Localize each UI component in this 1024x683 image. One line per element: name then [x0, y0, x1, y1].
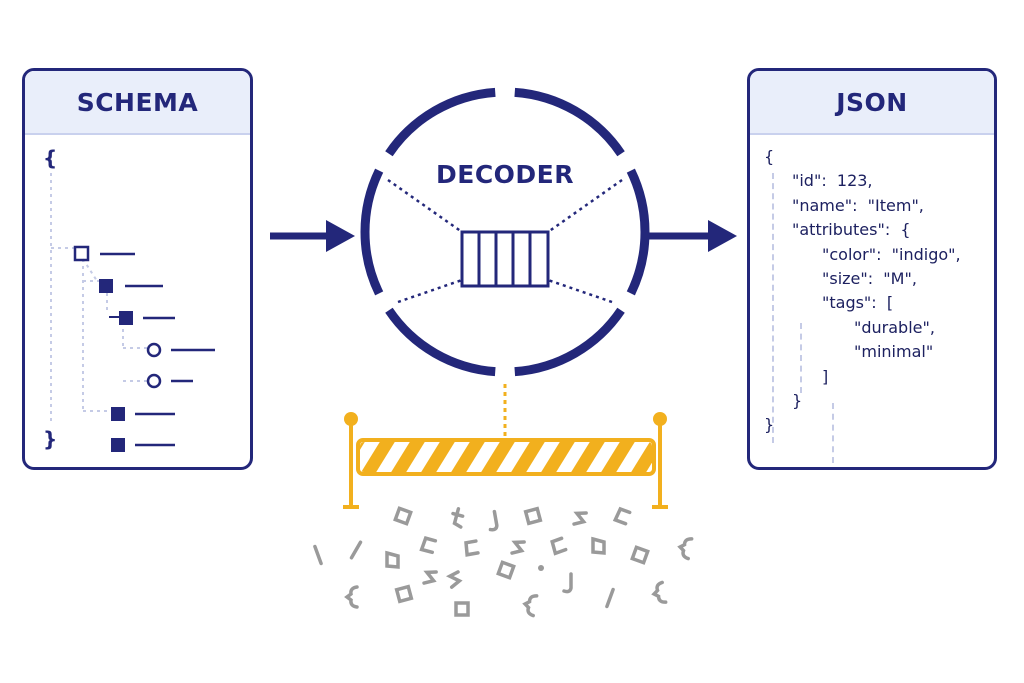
debris-glyph-icon	[313, 544, 323, 566]
debris-glyph-icon	[562, 572, 573, 594]
barrier-icon	[343, 412, 696, 509]
tree-node-icon	[111, 407, 125, 421]
schema-close-brace: }	[43, 427, 57, 451]
json-line: "color": "indigo",	[822, 244, 961, 264]
json-line: ]	[822, 366, 829, 386]
barrier-stripe	[600, 442, 636, 472]
debris-glyph-icon	[630, 545, 650, 565]
debris-glyph-icon	[464, 539, 480, 557]
json-line: "tags": [	[822, 293, 894, 313]
barrier-stripe	[510, 442, 546, 472]
barrier-stripe	[450, 442, 486, 472]
schema-title: SCHEMA	[25, 71, 250, 135]
tree-node-icon	[99, 279, 113, 293]
debris	[313, 506, 694, 618]
barrier-stripe	[540, 442, 576, 472]
json-code: { "id": 123, "name": "Item", "attributes": …	[750, 143, 994, 463]
decoder-ring-segment	[626, 168, 650, 296]
schema-panel: SCHEMA { }	[22, 68, 253, 470]
debris-glyph-icon	[550, 536, 568, 556]
debris-glyph-icon	[591, 536, 606, 555]
debris-glyph-icon	[385, 550, 400, 569]
debris-glyph-icon	[394, 584, 414, 604]
barrier-stripe	[420, 442, 456, 472]
schema-tree: { }	[43, 146, 215, 452]
debris-glyph-icon	[451, 507, 465, 529]
debris-glyph-icon	[523, 506, 543, 526]
decoder-ring-segment	[514, 87, 625, 157]
decoder-ring-segment	[514, 307, 625, 377]
decoder-title: DECODER	[435, 160, 574, 189]
debris-glyph-icon	[393, 506, 413, 526]
json-indent-guide	[772, 173, 774, 443]
json-line: "durable",	[854, 317, 935, 337]
json-indent-guide	[800, 323, 802, 393]
debris-glyph-icon	[422, 570, 438, 585]
json-line: {	[764, 147, 775, 166]
decoder-ring	[360, 87, 650, 377]
tree-node-icon	[73, 245, 90, 262]
decoder-ring-segment	[385, 307, 496, 377]
right-arrow-icon	[270, 220, 355, 252]
filter-grid-icon	[460, 230, 550, 288]
debris-glyph-icon	[572, 511, 588, 526]
barrier-stripe	[660, 440, 696, 474]
json-panel: JSON { "id": 123, "name": "Item", "attribut…	[747, 68, 997, 470]
tree-node-icon	[146, 342, 162, 358]
json-title: JSON	[750, 71, 994, 135]
debris-glyph-icon	[510, 540, 526, 555]
json-line: "size": "M",	[822, 269, 917, 288]
decoder-connectors	[387, 178, 623, 304]
debris-glyph-icon	[538, 565, 544, 571]
right-arrow-icon	[648, 220, 737, 252]
tree-node-icon	[146, 373, 162, 389]
debris-glyph-icon	[344, 585, 359, 609]
debris-glyph-icon	[522, 594, 539, 618]
debris-glyph-icon	[349, 540, 363, 560]
json-indent-guide	[832, 403, 834, 463]
debris-glyph-icon	[419, 536, 438, 555]
barrier-stripe	[570, 442, 606, 472]
schema-open-brace: {	[43, 146, 57, 170]
debris-glyph-icon	[677, 537, 694, 561]
debris-glyph-icon	[445, 570, 463, 589]
json-line: "id": 123,	[792, 171, 873, 191]
debris-glyph-icon	[496, 560, 516, 580]
json-line: }	[792, 391, 803, 410]
barrier-stripe	[360, 442, 396, 472]
debris-glyph-icon	[488, 509, 499, 532]
json-line: }	[764, 415, 775, 435]
json-line: "attributes": {	[792, 220, 911, 240]
tree-guide	[82, 258, 98, 282]
debris-glyph-icon	[651, 580, 668, 604]
json-line: "name": "Item",	[792, 195, 924, 215]
debris-glyph-icon	[454, 601, 470, 617]
barrier-stripe	[390, 442, 426, 472]
barrier-stripe	[630, 442, 652, 472]
debris-glyph-icon	[605, 587, 615, 609]
debris-glyph-icon	[612, 506, 632, 526]
decoder-ring-segment	[385, 87, 496, 157]
decoder-ring-segment	[360, 168, 384, 296]
tree-node-icon	[111, 438, 125, 452]
tree-node-icon	[119, 311, 133, 325]
barrier-stripe	[480, 442, 516, 472]
json-line: "minimal"	[854, 342, 934, 362]
